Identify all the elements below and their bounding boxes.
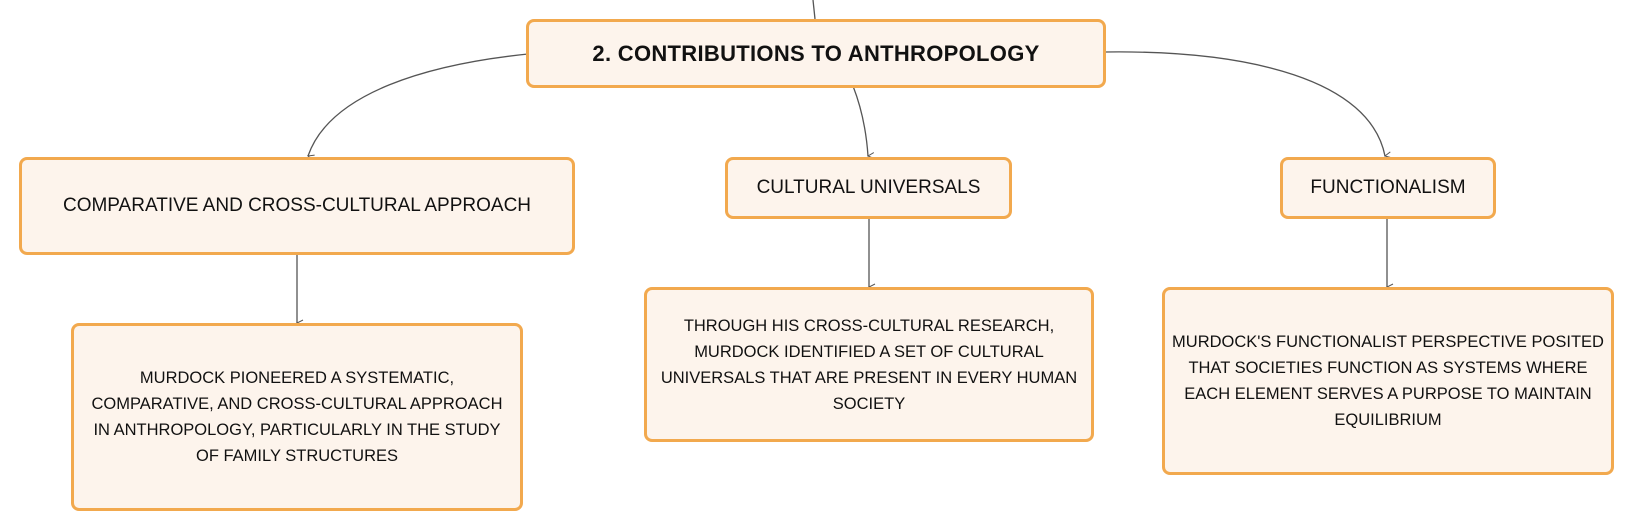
connector-root-to-comparative bbox=[308, 53, 529, 156]
detail-node-functionalism[interactable]: MURDOCK'S FUNCTIONALIST PERSPECTIVE POSI… bbox=[1162, 287, 1614, 475]
root-topic-node[interactable]: 2. CONTRIBUTIONS TO ANTHROPOLOGY bbox=[526, 19, 1106, 88]
topic-label-functionalism: FUNCTIONALISM bbox=[1310, 177, 1466, 198]
root-topic-title: 2. CONTRIBUTIONS TO ANTHROPOLOGY bbox=[592, 40, 1040, 66]
detail-node-comparative-approach[interactable]: MURDOCK PIONEERED A SYSTEMATIC, COMPARAT… bbox=[71, 323, 523, 511]
connector-root-to-functionalism bbox=[1104, 51, 1385, 156]
topic-node-cultural-universals[interactable]: CULTURAL UNIVERSALS bbox=[725, 157, 1012, 219]
connector-incoming bbox=[812, 0, 816, 20]
detail-text-cultural-universals: THROUGH HIS CROSS-CULTURAL RESEARCH, MUR… bbox=[660, 316, 1078, 413]
topic-label-comparative-approach: COMPARATIVE AND CROSS-CULTURAL APPROACH bbox=[62, 195, 532, 216]
detail-text-functionalism: MURDOCK'S FUNCTIONALIST PERSPECTIVE POSI… bbox=[1172, 333, 1604, 429]
detail-text-comparative-approach: MURDOCK PIONEERED A SYSTEMATIC, COMPARAT… bbox=[91, 369, 503, 465]
topic-node-functionalism[interactable]: FUNCTIONALISM bbox=[1280, 157, 1496, 219]
topic-label-cultural-universals: CULTURAL UNIVERSALS bbox=[756, 177, 981, 198]
detail-node-cultural-universals[interactable]: THROUGH HIS CROSS-CULTURAL RESEARCH, MUR… bbox=[644, 287, 1094, 442]
connector-root-to-universals bbox=[852, 85, 868, 156]
topic-node-comparative-approach[interactable]: COMPARATIVE AND CROSS-CULTURAL APPROACH bbox=[19, 157, 575, 255]
